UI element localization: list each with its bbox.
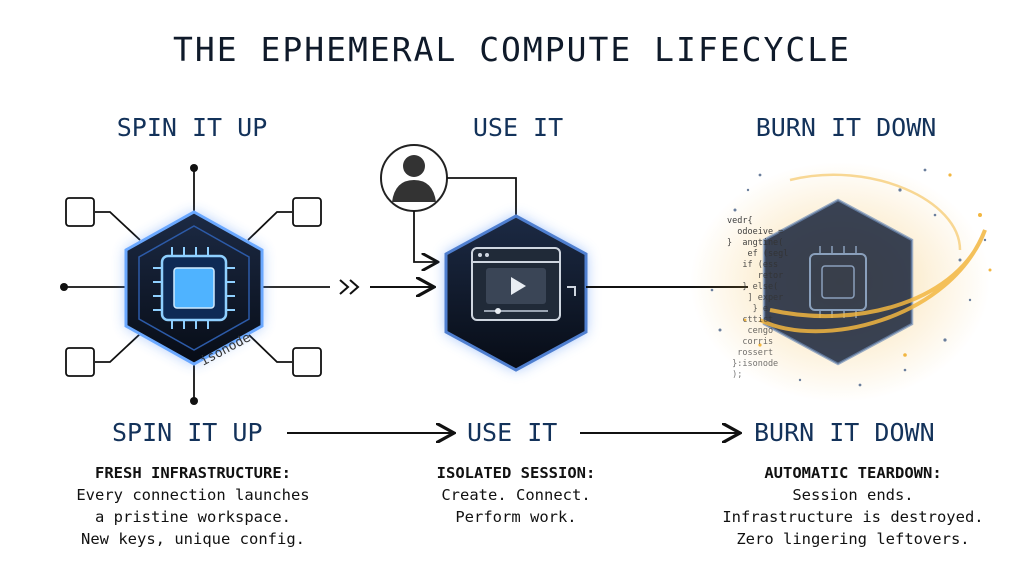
stage-top-label-use: USE IT [472,113,564,142]
ember-sparks [743,173,992,357]
code-fragments: vedr{ odoeive =} angtine( ef (segl if (e… [727,216,877,381]
connector-dot [190,397,198,405]
connector-line [447,177,517,218]
code-line: } else( [727,282,779,292]
code-line: vedr{ [727,216,753,226]
description-line: Infrastructure is destroyed. [722,508,984,526]
code-line: cengo [727,326,774,336]
peer-box [292,197,322,227]
connector-line [95,333,141,363]
ember-swirl [789,173,962,251]
stage-top-label-spin: SPIN IT UP [116,113,268,142]
video-window-icon [471,247,561,321]
code-line: ); [727,370,743,380]
code-line: } angtine( [727,238,784,248]
code-line: corris [727,337,774,347]
code-line: } e [727,304,768,314]
stage-description-use: ISOLATED SESSION: Create. Connect. Perfo… [356,462,676,528]
code-line: if (ess [727,260,779,270]
code-line: ] exper [727,293,784,303]
description-line: Perform work. [455,508,577,526]
code-line: cttict [727,315,774,325]
peer-box [292,347,322,377]
code-line: rossert [727,348,774,358]
peer-box [65,197,95,227]
stage-bottom-label-spin: SPIN IT UP [112,418,263,447]
connector-line [247,333,292,363]
description-heading: AUTOMATIC TEARDOWN: [764,464,942,482]
code-line: odoeive = [727,227,784,237]
description-line: Session ends. [792,486,914,504]
stage-bottom-label-use: USE IT [467,418,558,447]
double-chevron-icon [339,279,360,295]
spin-node [60,164,330,405]
connector-dot [190,164,198,172]
description-line: New keys, unique config. [81,530,305,548]
code-line: }:isonode [727,359,779,369]
description-line: Zero lingering leftovers. [736,530,970,548]
code-line: retor [727,271,784,281]
description-line: Create. Connect. [441,486,591,504]
particle-dust [710,168,987,387]
stage-bottom-label-burn: BURN IT DOWN [754,418,935,447]
connector-line [95,211,141,241]
description-heading: FRESH INFRASTRUCTURE: [95,464,291,482]
hexagon-inner-ring [138,225,250,351]
description-heading: ISOLATED SESSION: [436,464,596,482]
description-line: a pristine workspace. [95,508,291,526]
stage-top-label-burn: BURN IT DOWN [755,113,937,142]
connector-dot [60,283,68,291]
faded-chip-icon [809,246,867,318]
description-line: Every connection launches [76,486,310,504]
use-node [380,144,748,372]
stage-description-burn: AUTOMATIC TEARDOWN: Session ends. Infras… [693,462,1013,550]
cpu-chip-icon [153,247,235,329]
burn-node [690,162,992,402]
peer-box [65,347,95,377]
connector-line [247,211,292,241]
code-line: ef (segl [727,249,789,259]
ember-swirl [759,229,987,334]
connector-arrow [413,211,436,262]
stage-description-spin: FRESH INFRASTRUCTURE: Every connection l… [33,462,353,550]
page-title: THE EPHEMERAL COMPUTE LIFECYCLE [173,30,851,69]
